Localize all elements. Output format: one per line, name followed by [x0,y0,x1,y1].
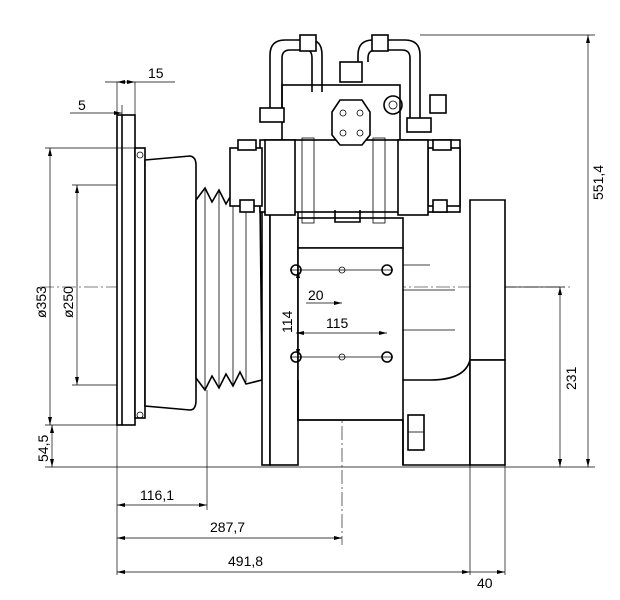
dim-label-114: 114 [279,310,295,333]
dim-label-54-5: 54,5 [35,435,51,462]
dim-label-15: 15 [148,65,164,81]
dim-label-5: 5 [78,97,86,113]
dim-label-20: 20 [308,287,324,303]
dim-label-250: ø250 [60,286,76,318]
pulley [195,186,263,392]
dim-overall-height: 551,4 [420,34,606,468]
clutch-hub [144,155,197,411]
dim-label-287-7: 287,7 [210,519,245,535]
dim-shaft-height: 231 [505,286,579,467]
dim-flange-thickness: 15 [105,65,175,115]
dim-flange-diameter: ø353 [33,147,135,426]
bolt-holes [290,264,393,363]
dim-label-353: ø353 [33,286,49,318]
dim-label-551-4: 551,4 [590,165,606,200]
dim-bottom-to-flange: 54,5 [35,425,505,468]
dim-label-231: 231 [563,366,579,390]
dim-label-491-8: 491,8 [228,553,263,569]
dimension-arrowheads [48,35,590,574]
dim-hole-vertical-spacing: 114 [279,270,299,357]
dim-overall-length: 491,8 [117,465,471,575]
dim-hole-horizontal-spacing: 115 [296,315,387,334]
dim-pulley-offset: 116,1 [116,390,208,575]
mounting-flange [116,114,146,426]
dim-bolt-hole-offset: 287,7 [117,519,342,539]
dim-pilot-diameter: ø250 [60,184,117,386]
dim-label-40: 40 [477,575,493,591]
dim-label-115: 115 [326,315,349,331]
dim-label-116-1: 116,1 [140,487,174,503]
dim-flange-offset: 5 [70,97,123,115]
refrigerant-pipes [259,34,432,133]
valve-assembly [331,61,447,146]
